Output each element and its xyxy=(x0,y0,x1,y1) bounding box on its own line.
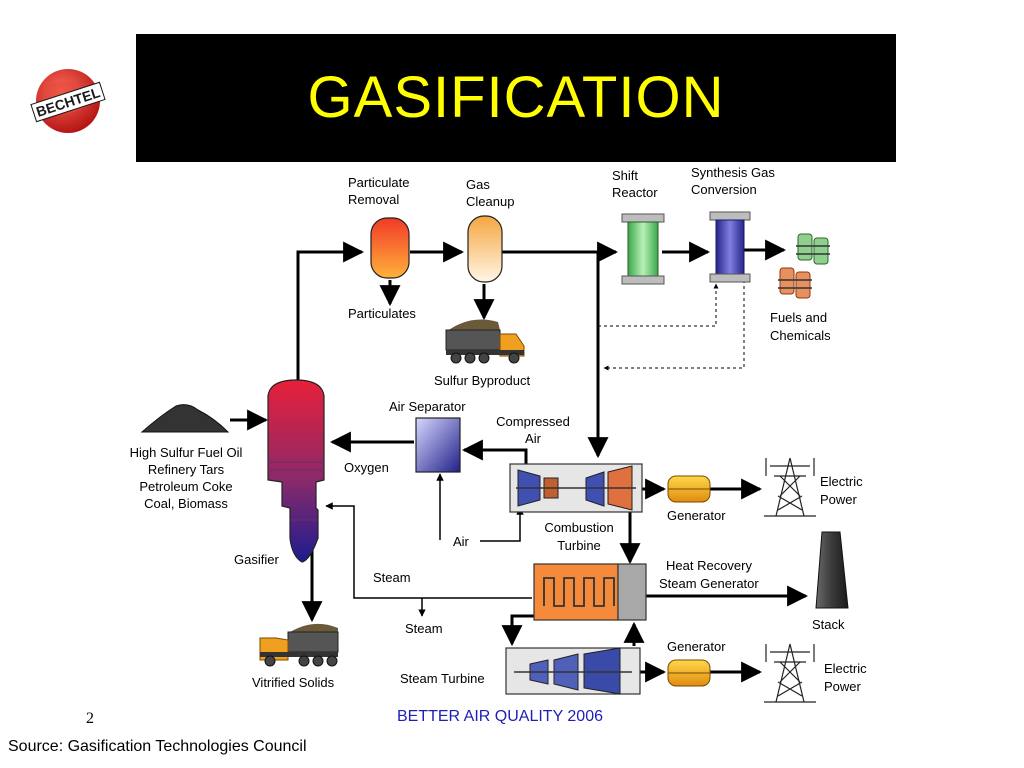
label-combustion-turbine-2: Turbine xyxy=(557,538,601,553)
label-generator-bottom: Generator xyxy=(667,639,726,654)
sulfur-truck-icon xyxy=(445,319,525,364)
power-tower-top-icon xyxy=(764,457,816,517)
label-feedstock-1: High Sulfur Fuel Oil xyxy=(130,445,243,460)
stack-icon xyxy=(815,531,849,609)
label-particulate-removal-2: Removal xyxy=(348,192,399,207)
label-synthesis-gas-2: Conversion xyxy=(691,182,757,197)
label-hrsg-2: Steam Generator xyxy=(659,576,759,591)
combustion-turbine-unit xyxy=(509,463,643,513)
label-particulate-removal-1: Particulate xyxy=(348,175,409,190)
bechtel-logo: BECHTEL xyxy=(30,69,106,133)
fuel-drums-icon xyxy=(778,233,830,299)
gasifier-vessel xyxy=(267,379,325,563)
label-shift-reactor-2: Reactor xyxy=(612,185,658,200)
label-air: Air xyxy=(453,534,470,549)
label-feedstock-4: Coal, Biomass xyxy=(144,496,228,511)
label-gas-cleanup-1: Gas xyxy=(466,177,490,192)
label-feedstock-3: Petroleum Coke xyxy=(139,479,232,494)
generator-bottom-unit xyxy=(667,659,711,687)
hrsg-unit xyxy=(533,563,647,621)
source-credit: Source: Gasification Technologies Counci… xyxy=(8,738,307,755)
synthesis-gas-reactor xyxy=(709,211,751,283)
page-title: GASIFICATION xyxy=(307,65,725,130)
label-compressed-air-2: Air xyxy=(525,431,542,446)
label-oxygen: Oxygen xyxy=(344,460,389,475)
label-combustion-turbine-1: Combustion xyxy=(544,520,613,535)
label-electric-power-top-1: Electric xyxy=(820,474,863,489)
generator-top-unit xyxy=(667,475,711,503)
label-feedstock-2: Refinery Tars xyxy=(148,462,225,477)
label-steam-1: Steam xyxy=(373,570,411,585)
gas-cleanup-vessel xyxy=(467,215,503,283)
shift-reactor xyxy=(621,213,665,285)
label-gasifier: Gasifier xyxy=(234,552,279,567)
label-electric-power-bottom-2: Power xyxy=(824,679,862,694)
page-number: 2 xyxy=(86,710,94,727)
label-sulfur-byproduct: Sulfur Byproduct xyxy=(434,373,530,388)
label-synthesis-gas-1: Synthesis Gas xyxy=(691,165,775,180)
label-steam-2: Steam xyxy=(405,621,443,636)
label-air-separator: Air Separator xyxy=(389,399,466,414)
title-bar: GASIFICATION xyxy=(136,34,896,162)
air-separator-unit xyxy=(415,417,461,473)
label-fuels-1: Fuels and xyxy=(770,310,827,325)
label-particulates: Particulates xyxy=(348,306,416,321)
power-tower-bottom-icon xyxy=(764,643,816,703)
label-gas-cleanup-2: Cleanup xyxy=(466,194,514,209)
coal-pile-icon xyxy=(140,404,230,433)
particulate-removal-vessel xyxy=(370,217,410,279)
footer-title: BETTER AIR QUALITY 2006 xyxy=(396,708,603,725)
label-compressed-air-1: Compressed xyxy=(496,414,570,429)
label-vitrified-solids: Vitrified Solids xyxy=(252,675,335,690)
label-electric-power-bottom-1: Electric xyxy=(824,661,867,676)
label-fuels-2: Chemicals xyxy=(770,328,831,343)
label-steam-turbine: Steam Turbine xyxy=(400,671,485,686)
label-shift-reactor-1: Shift xyxy=(612,168,638,183)
label-hrsg-1: Heat Recovery xyxy=(666,558,752,573)
label-stack: Stack xyxy=(812,617,845,632)
steam-turbine-unit xyxy=(505,647,641,695)
label-generator-top: Generator xyxy=(667,508,726,523)
label-electric-power-top-2: Power xyxy=(820,492,858,507)
vitrified-solids-truck-icon xyxy=(259,623,339,667)
